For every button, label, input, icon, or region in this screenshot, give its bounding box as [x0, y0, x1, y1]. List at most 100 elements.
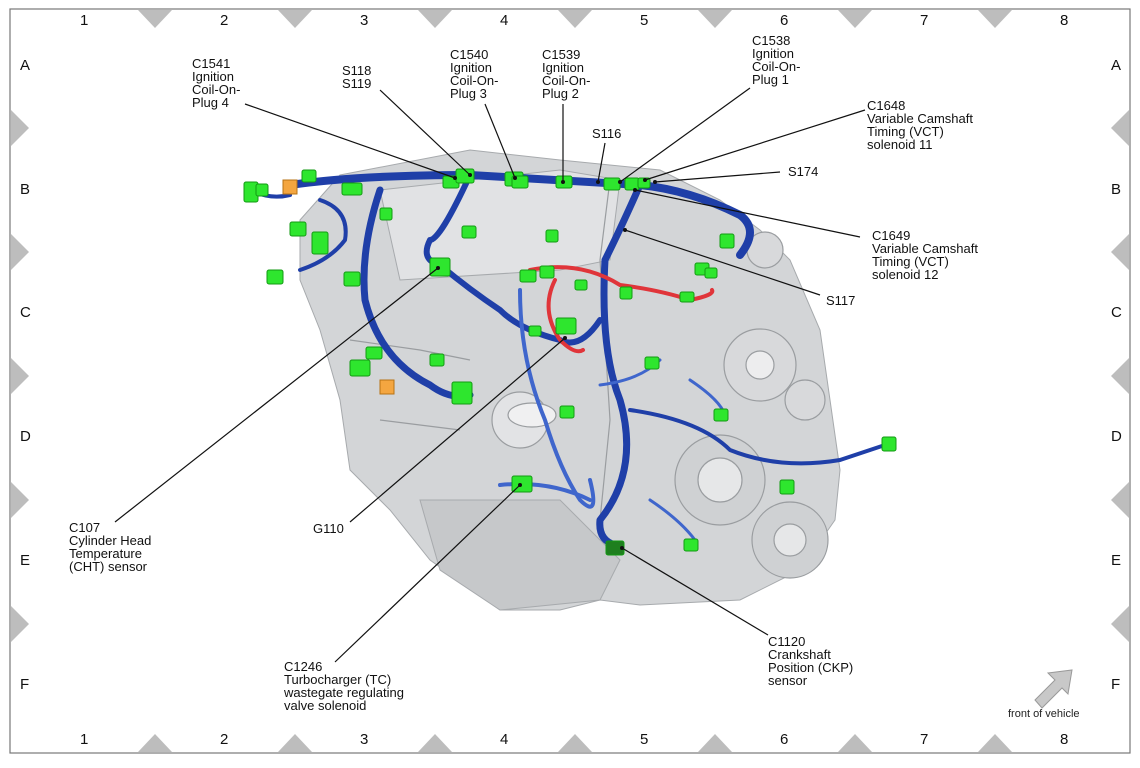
connector-33 — [451, 381, 473, 405]
connector-13 — [311, 231, 329, 255]
frame-border — [9, 8, 1131, 754]
right-marker-0 — [1111, 110, 1129, 146]
bottom-marker-1 — [278, 734, 312, 752]
grid-column-3-top: 3 — [360, 12, 369, 29]
grid-column-4-top: 4 — [500, 12, 509, 29]
label-s118-s119: S118 S119 — [342, 63, 372, 91]
label-c1649: C1649 Variable Camshaft Timing (VCT) sol… — [872, 228, 978, 282]
label-c1246: C1246 Turbocharger (TC) wastegate regula… — [284, 659, 404, 713]
label-c1648: C1648 Variable Camshaft Timing (VCT) sol… — [867, 98, 973, 152]
connector-6 — [624, 177, 640, 191]
left-marker-1 — [11, 234, 29, 270]
grid-row-C-left: C — [20, 304, 31, 321]
left-marker-4 — [11, 606, 29, 642]
grid-column-1-bottom: 1 — [80, 731, 89, 748]
label-c1539: C1539 Ignition Coil-On- Plug 2 — [542, 47, 591, 101]
connector-1 — [455, 168, 475, 184]
connector-18 — [429, 257, 451, 277]
connector-22 — [574, 279, 588, 291]
right-marker-2 — [1111, 358, 1129, 394]
connector-21 — [539, 265, 555, 279]
grid-column-7-top: 7 — [920, 12, 929, 29]
connector-34 — [559, 405, 575, 419]
right-marker-3 — [1111, 482, 1129, 518]
grid-row-B-right: B — [1111, 181, 1122, 198]
connector-16 — [461, 225, 477, 239]
grid-column-6-top: 6 — [780, 12, 789, 29]
grid-column-2-top: 2 — [220, 12, 229, 29]
connector-20 — [519, 269, 537, 283]
label-c1120: C1120 Crankshaft Position (CKP) sensor — [768, 634, 854, 688]
top-marker-2 — [418, 10, 452, 28]
leader-lines — [114, 87, 866, 663]
connector-35 — [644, 356, 660, 370]
connector-14 — [266, 269, 284, 285]
top-marker-6 — [978, 10, 1012, 28]
connector-5 — [603, 177, 621, 191]
connector-28 — [555, 317, 577, 335]
top-marker-4 — [698, 10, 732, 28]
right-marker-1 — [1111, 234, 1129, 270]
label-c1540: C1540 Ignition Coil-On- Plug 3 — [450, 47, 499, 101]
connector-27 — [719, 233, 735, 249]
left-marker-3 — [11, 482, 29, 518]
bottom-marker-4 — [698, 734, 732, 752]
connector-11 — [341, 182, 363, 196]
connector-26 — [679, 291, 695, 303]
label-c1538: C1538 Ignition Coil-On- Plug 1 — [752, 33, 801, 87]
grid-row-E-right: E — [1111, 552, 1122, 569]
top-marker-0 — [138, 10, 172, 28]
top-marker-1 — [278, 10, 312, 28]
grid-row-B-left: B — [20, 181, 31, 198]
connector-38 — [779, 479, 795, 495]
left-marker-2 — [11, 358, 29, 394]
grid-row-C-right: C — [1111, 304, 1122, 321]
grid-column-8-top: 8 — [1060, 12, 1069, 29]
grid-column-3-bottom: 3 — [360, 731, 369, 748]
grid-column-5-bottom: 5 — [640, 731, 649, 748]
connector-10 — [301, 169, 317, 183]
connector-39 — [683, 538, 699, 552]
left-marker-0 — [11, 110, 29, 146]
grid-row-D-left: D — [20, 428, 31, 445]
grid-row-D-right: D — [1111, 428, 1122, 445]
grid-row-F-left: F — [20, 676, 30, 693]
connector-12 — [289, 221, 307, 237]
label-g110: G110 — [313, 521, 344, 536]
right-marker-4 — [1111, 606, 1129, 642]
top-marker-5 — [838, 10, 872, 28]
label-s116: S116 — [592, 126, 622, 141]
grid-column-4-bottom: 4 — [500, 731, 509, 748]
top-marker-3 — [558, 10, 592, 28]
connector-25 — [704, 267, 718, 279]
connector-17 — [545, 229, 559, 243]
connector-23 — [619, 286, 633, 300]
label-c107: C107 Cylinder Head Temperature (CHT) sen… — [69, 520, 152, 574]
connector-19 — [379, 207, 393, 221]
bottom-marker-3 — [558, 734, 592, 752]
label-s117: S117 — [826, 293, 856, 308]
leader-dots — [436, 173, 657, 550]
grid-column-5-top: 5 — [640, 12, 649, 29]
bottom-marker-0 — [138, 734, 172, 752]
grid-column-6-bottom: 6 — [780, 731, 789, 748]
harness-connectors — [243, 168, 897, 556]
grid-row-F-right: F — [1111, 676, 1121, 693]
grid-row-E-left: E — [20, 552, 31, 569]
bottom-marker-2 — [418, 734, 452, 752]
connector-29 — [528, 325, 542, 337]
grid-column-8-bottom: 8 — [1060, 731, 1069, 748]
label-c1541: C1541 Ignition Coil-On- Plug 4 — [192, 56, 241, 110]
grid-edge-markers — [11, 10, 1129, 752]
connector-36 — [713, 408, 729, 422]
bottom-marker-6 — [978, 734, 1012, 752]
front-arrow-icon — [1034, 669, 1073, 709]
bottom-marker-5 — [838, 734, 872, 752]
connector-9 — [255, 183, 269, 197]
grid-column-2-bottom: 2 — [220, 731, 229, 748]
connector-7 — [637, 177, 651, 189]
grid-column-1-top: 1 — [80, 12, 89, 29]
grid-row-A-left: A — [20, 57, 31, 74]
